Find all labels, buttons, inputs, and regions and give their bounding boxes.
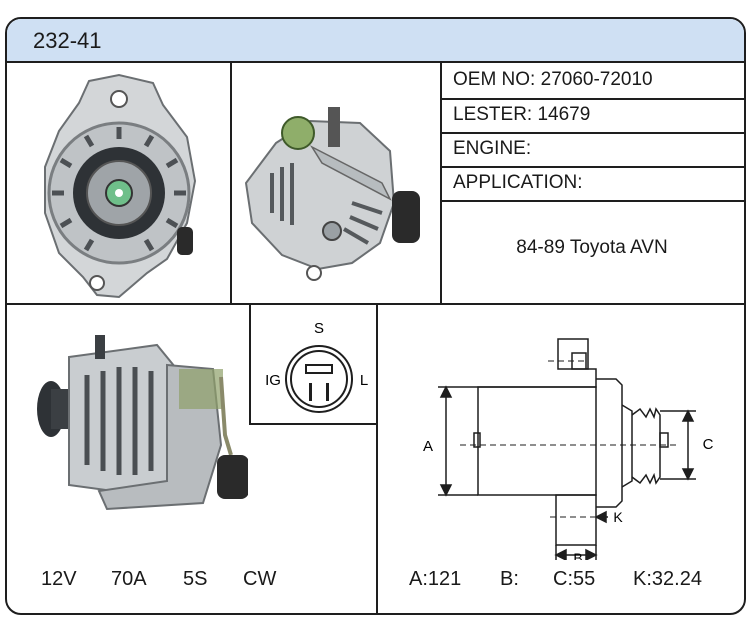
spec-pulley: 5S bbox=[183, 568, 208, 590]
engine-label: ENGINE: bbox=[453, 138, 532, 159]
spec-amperage: 70A bbox=[111, 568, 147, 590]
application-row: APPLICATION: bbox=[453, 172, 583, 194]
divider bbox=[440, 98, 744, 100]
application-value: 84-89 Toyota AVN bbox=[516, 237, 668, 258]
lester-row: LESTER: 14679 bbox=[453, 104, 590, 126]
dimension-c: C:55 bbox=[553, 568, 596, 590]
lester-label: LESTER: bbox=[453, 104, 533, 125]
divider bbox=[249, 423, 378, 425]
spec-sheet: 232-41 OEM NO: 27060-72010 LESTER: 14679… bbox=[5, 17, 746, 615]
alternator-side-image bbox=[37, 335, 248, 511]
alternator-front-image bbox=[44, 73, 197, 299]
divider bbox=[249, 303, 251, 425]
connector-diagram: S IG L bbox=[265, 320, 368, 413]
oem-value: 27060-72010 bbox=[540, 69, 653, 90]
oem-number-row: OEM NO: 27060-72010 bbox=[453, 69, 653, 91]
spec-voltage: 12V bbox=[41, 568, 77, 590]
engine-row: ENGINE: bbox=[453, 138, 531, 160]
divider bbox=[440, 132, 744, 134]
dimension-a: A:121 bbox=[409, 568, 462, 590]
connector-terminal-s: S bbox=[314, 320, 324, 337]
dimension-drawing: A C B K bbox=[423, 338, 714, 560]
alternator-rear-image bbox=[244, 107, 420, 281]
connector-terminal-ig: IG bbox=[265, 372, 281, 389]
dimension-label-c: C bbox=[703, 436, 714, 453]
header-bar: 232-41 bbox=[7, 19, 744, 63]
application-label: APPLICATION: bbox=[453, 172, 583, 193]
divider bbox=[440, 166, 744, 168]
dimension-label-a: A bbox=[423, 438, 433, 455]
divider bbox=[440, 63, 442, 303]
spec-rotation: CW bbox=[243, 568, 277, 590]
divider bbox=[440, 200, 744, 202]
divider bbox=[230, 63, 232, 303]
divider bbox=[7, 303, 744, 305]
divider bbox=[376, 303, 378, 613]
dimension-label-b: B bbox=[573, 550, 582, 560]
dimension-label-k: K bbox=[613, 509, 623, 525]
dimension-b: B: bbox=[500, 568, 519, 590]
connector-terminal-l: L bbox=[360, 372, 368, 389]
part-number: 232-41 bbox=[33, 28, 102, 53]
lester-value: 14679 bbox=[537, 104, 591, 125]
dimension-k: K:32.24 bbox=[633, 568, 702, 590]
oem-label: OEM NO: bbox=[453, 69, 536, 90]
